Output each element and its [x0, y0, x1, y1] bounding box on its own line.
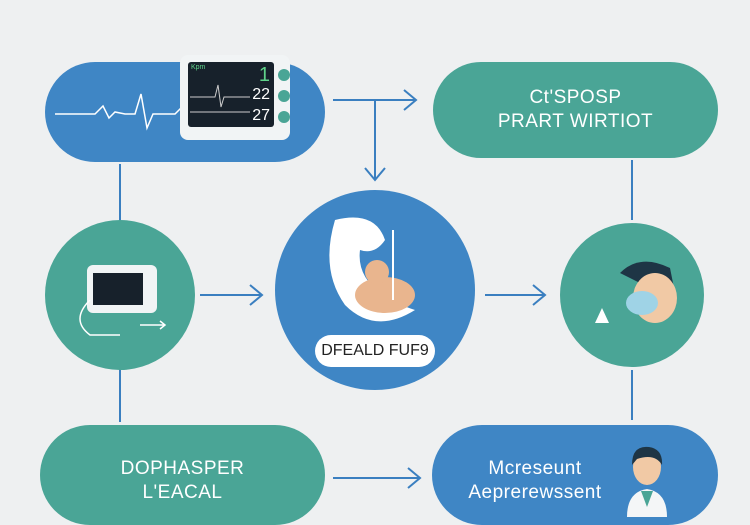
monitor-icon — [87, 265, 157, 313]
monitor-value-2: 22 — [252, 86, 270, 103]
monitor-button — [278, 69, 290, 81]
monitor-value-1: 1 — [258, 64, 270, 86]
oxygen-mask-patient-icon — [595, 261, 677, 323]
node-title: DOPHASPER — [120, 458, 245, 479]
bottom-left-node: DOPHASPER L'EACAL — [40, 425, 325, 525]
monitor-button — [278, 111, 290, 123]
fetus-womb-icon — [329, 217, 415, 322]
node-subtitle: L'EACAL — [142, 482, 223, 503]
cable-icon — [79, 300, 167, 336]
monitor-device: Kpm 1 22 27 — [180, 55, 290, 140]
node-title: Mcreseunt — [488, 458, 582, 479]
node-subtitle: Aeprerewssent — [468, 482, 602, 503]
center-label: DFEALD FUF9 — [315, 335, 435, 367]
connector-arrows — [119, 89, 633, 489]
node-subtitle: PRART WIRTIOT — [497, 111, 654, 132]
top-right-node: Ct'SPOSP PRART WIRTIOT — [433, 62, 718, 158]
doctor-icon — [627, 446, 667, 517]
node-title: Ct'SPOSP — [529, 87, 622, 108]
patient-mask-node — [560, 223, 704, 367]
monitor-cart-node — [45, 220, 195, 370]
monitor-value-3: 27 — [252, 107, 270, 124]
monitor-button — [278, 90, 290, 102]
bottom-right-node: Mcreseunt Aeprerewssent — [432, 425, 718, 525]
monitor-header: Kpm — [191, 64, 206, 71]
center-node: DFEALD FUF9 — [275, 190, 475, 390]
